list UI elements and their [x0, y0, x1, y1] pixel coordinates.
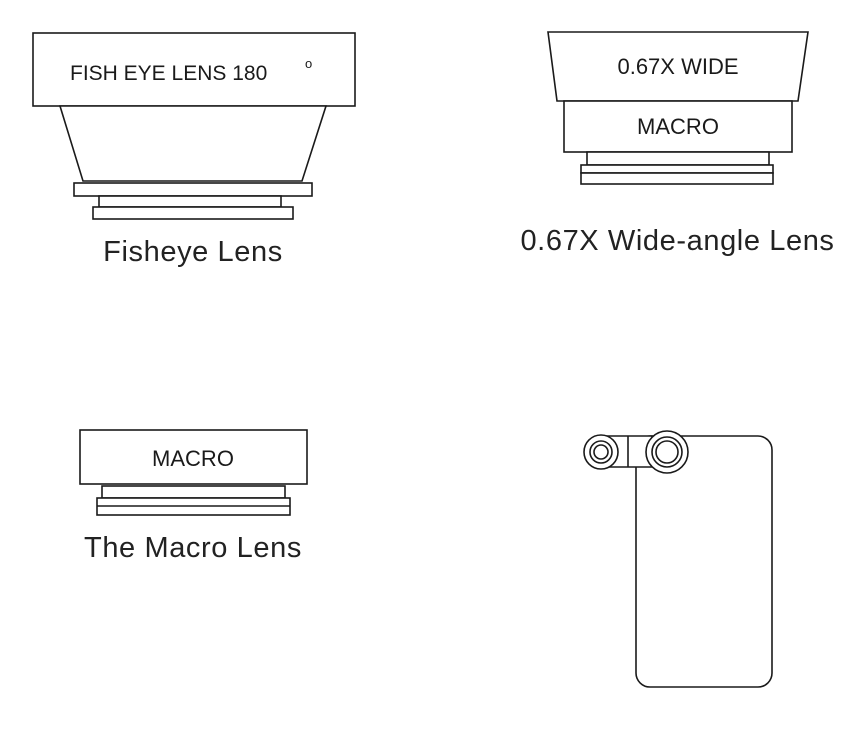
wide-angle-top-label: 0.67X WIDE	[617, 54, 738, 79]
wide-angle-ring-upper	[586, 151, 770, 166]
clip-ring-core	[593, 444, 609, 460]
wide-angle-top-section	[547, 31, 809, 102]
wide-angle-ring-middle	[580, 164, 774, 174]
lens-ring-inner	[655, 440, 679, 464]
wide-angle-caption: 0.67X Wide-angle Lens	[520, 225, 835, 257]
fisheye-lens-diagram: FISH EYE LENS 180 o	[32, 32, 356, 220]
wide-angle-lens-diagram: 0.67X WIDE MACRO	[547, 31, 809, 185]
macro-body-label: MACRO	[152, 446, 234, 471]
fisheye-body-label: FISH EYE LENS 180	[70, 62, 267, 85]
macro-ring-upper	[101, 485, 286, 499]
phone-with-clip-lens-diagram	[583, 430, 773, 688]
fisheye-caption: Fisheye Lens	[103, 236, 283, 268]
macro-body	[79, 429, 308, 485]
wide-angle-ring-lower	[580, 172, 774, 185]
fisheye-ring-middle	[98, 195, 282, 208]
fisheye-barrel	[58, 105, 328, 182]
fisheye-ring-lower	[92, 206, 294, 220]
macro-caption: The Macro Lens	[84, 532, 302, 564]
fisheye-ring-upper	[73, 182, 313, 197]
fisheye-label-box	[32, 32, 356, 107]
phone-icon	[635, 435, 773, 688]
lens-ring-middle	[651, 436, 683, 468]
wide-angle-bottom-label: MACRO	[637, 114, 719, 139]
fisheye-degree-symbol: o	[305, 56, 312, 71]
macro-lens-diagram: MACRO	[79, 429, 308, 516]
